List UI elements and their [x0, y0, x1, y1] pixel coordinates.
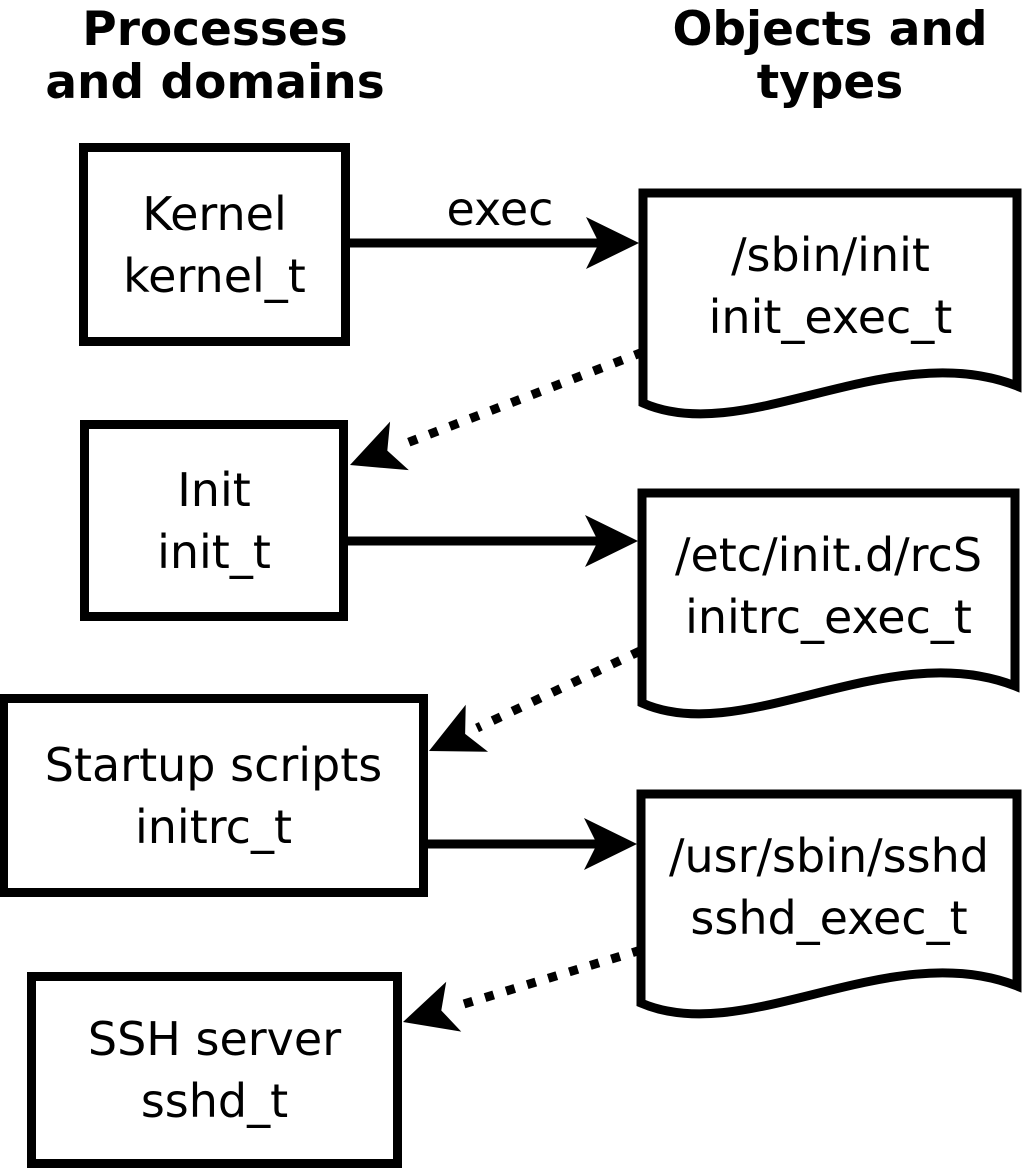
process-box-init: Init init_t — [80, 420, 348, 621]
process-type-label: kernel_t — [123, 248, 306, 303]
transition-arrow-to-initrc — [429, 646, 642, 752]
column-header-processes: Processes and domains — [0, 3, 430, 109]
process-type-label: initrc_t — [135, 799, 292, 854]
exec-arrow-initrc-to-sshd — [424, 818, 637, 870]
process-box-startup-scripts: Startup scripts initrc_t — [0, 694, 428, 897]
object-path: /usr/sbin/sshd — [669, 828, 989, 883]
process-box-kernel: Kernel kernel_t — [79, 143, 350, 346]
header-line: and domains — [45, 55, 385, 110]
object-type-label: initrc_exec_t — [685, 590, 972, 644]
object-label-sbin-init: /sbin/init init_exec_t — [648, 191, 1013, 381]
exec-arrow-init-to-rcs — [344, 515, 638, 567]
document-shape-initrc-exec — [637, 488, 1020, 719]
process-name: Kernel — [142, 186, 287, 241]
process-name: Startup scripts — [44, 737, 383, 792]
process-name: SSH server — [87, 1012, 342, 1066]
document-shape-init-exec — [638, 188, 1022, 419]
exec-arrow-label: exec — [446, 182, 554, 236]
transition-arrow-to-init — [350, 347, 645, 471]
process-type-label: sshd_t — [140, 1074, 289, 1128]
object-type-label: init_exec_t — [708, 290, 953, 344]
column-header-objects: Objects and types — [632, 3, 1024, 109]
object-type-label: sshd_exec_t — [690, 890, 968, 945]
transition-arrow-to-sshd — [403, 945, 643, 1032]
object-label-usr-sbin-sshd: /usr/sbin/sshd sshd_exec_t — [646, 792, 1012, 981]
object-path: /sbin/init — [731, 228, 930, 282]
process-name: Init — [177, 462, 251, 517]
object-path: /etc/init.d/rcS — [674, 528, 983, 582]
process-type-label: init_t — [157, 524, 271, 579]
document-shape-sshd-exec — [636, 789, 1022, 1019]
header-line: Processes — [82, 2, 348, 57]
header-line: types — [756, 55, 904, 110]
process-box-ssh-server: SSH server sshd_t — [27, 972, 402, 1168]
object-label-etc-init-d-rcs: /etc/init.d/rcS initrc_exec_t — [647, 491, 1010, 681]
header-line: Objects and — [672, 2, 988, 57]
exec-arrow-kernel-to-sbin-init — [348, 217, 639, 269]
